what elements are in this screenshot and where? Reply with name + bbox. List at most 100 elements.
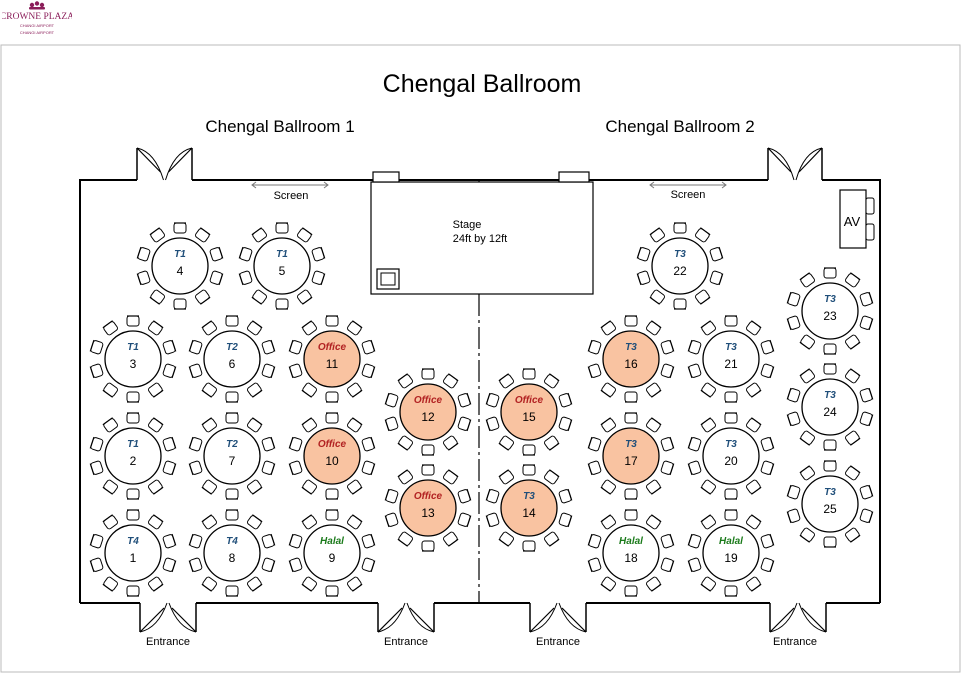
table-top <box>801 378 859 436</box>
table-top <box>203 524 261 582</box>
table-number: 19 <box>724 551 738 565</box>
screen-2: Screen <box>649 181 727 201</box>
chair <box>202 576 217 591</box>
table-top <box>651 237 709 295</box>
chair <box>302 382 317 397</box>
chair <box>202 515 217 530</box>
chair <box>421 464 435 476</box>
table-tag: T1 <box>127 342 139 353</box>
table-tag: T3 <box>824 487 836 498</box>
top-door-1 <box>136 147 193 181</box>
table-number: 1 <box>130 551 137 565</box>
table-number: 21 <box>724 357 738 371</box>
table-tag: T1 <box>276 249 288 260</box>
chair <box>225 509 239 521</box>
table-8[interactable]: T48 <box>188 509 276 597</box>
stage-label: Stage <box>453 219 482 231</box>
chair <box>624 488 638 500</box>
chair <box>650 289 665 304</box>
table-tag: T2 <box>226 342 238 353</box>
table-3[interactable]: T13 <box>89 315 177 403</box>
chair <box>845 527 860 542</box>
table-tag: Office <box>515 395 544 406</box>
table-7[interactable]: T27 <box>188 412 276 500</box>
table-top <box>151 237 209 295</box>
tables: T41T12T13T14T15T26T27T48Halal9Office10Of… <box>89 222 874 597</box>
chair <box>650 228 665 243</box>
screen-1-label: Screen <box>274 190 309 202</box>
chair <box>443 531 458 546</box>
table-number: 15 <box>522 410 536 424</box>
chair <box>398 470 413 485</box>
chair <box>148 576 163 591</box>
chair <box>195 289 210 304</box>
chair <box>823 343 837 355</box>
chair <box>624 412 638 424</box>
room-2-label: Chengal Ballroom 2 <box>605 117 754 136</box>
table-15[interactable]: Office 15 <box>485 368 573 456</box>
entrance-label: Entrance <box>384 636 428 648</box>
chair <box>544 470 559 485</box>
table-2[interactable]: T12 <box>89 412 177 500</box>
chair <box>443 374 458 389</box>
table-6[interactable]: T26 <box>188 315 276 403</box>
table-tag: T2 <box>226 439 238 450</box>
table-5[interactable]: T15 <box>238 222 326 310</box>
chair <box>126 391 140 403</box>
table-top <box>801 475 859 533</box>
chair <box>522 540 536 552</box>
chair <box>325 391 339 403</box>
chair <box>302 515 317 530</box>
chair <box>103 321 118 336</box>
chair <box>173 298 187 310</box>
table-top <box>303 330 361 388</box>
table-1[interactable]: T41 <box>89 509 177 597</box>
chair <box>601 321 616 336</box>
top-door-2 <box>767 147 823 181</box>
table-number: 5 <box>279 264 286 278</box>
stage-size: 24ft by 12ft <box>453 233 507 245</box>
chair <box>823 267 837 279</box>
screen-1: Screen <box>251 181 329 202</box>
ballroom-title: Chengal Ballroom <box>383 70 582 98</box>
table-number: 23 <box>823 309 837 323</box>
chair <box>701 576 716 591</box>
table-4[interactable]: T14 <box>136 222 224 310</box>
table-top <box>203 330 261 388</box>
chair <box>173 222 187 234</box>
chair <box>247 418 262 433</box>
chair <box>800 369 815 384</box>
entrance-label: Entrance <box>536 636 580 648</box>
table-tag: T3 <box>674 249 686 260</box>
table-number: 3 <box>130 357 137 371</box>
chair <box>845 430 860 445</box>
table-number: 11 <box>326 357 339 371</box>
table-top <box>702 524 760 582</box>
chair <box>800 273 815 288</box>
chair <box>746 382 761 397</box>
chair <box>325 488 339 500</box>
chair <box>302 479 317 494</box>
entrance-label: Entrance <box>146 636 190 648</box>
chair <box>325 315 339 327</box>
chair <box>103 382 118 397</box>
chair <box>325 412 339 424</box>
table-top <box>104 524 162 582</box>
